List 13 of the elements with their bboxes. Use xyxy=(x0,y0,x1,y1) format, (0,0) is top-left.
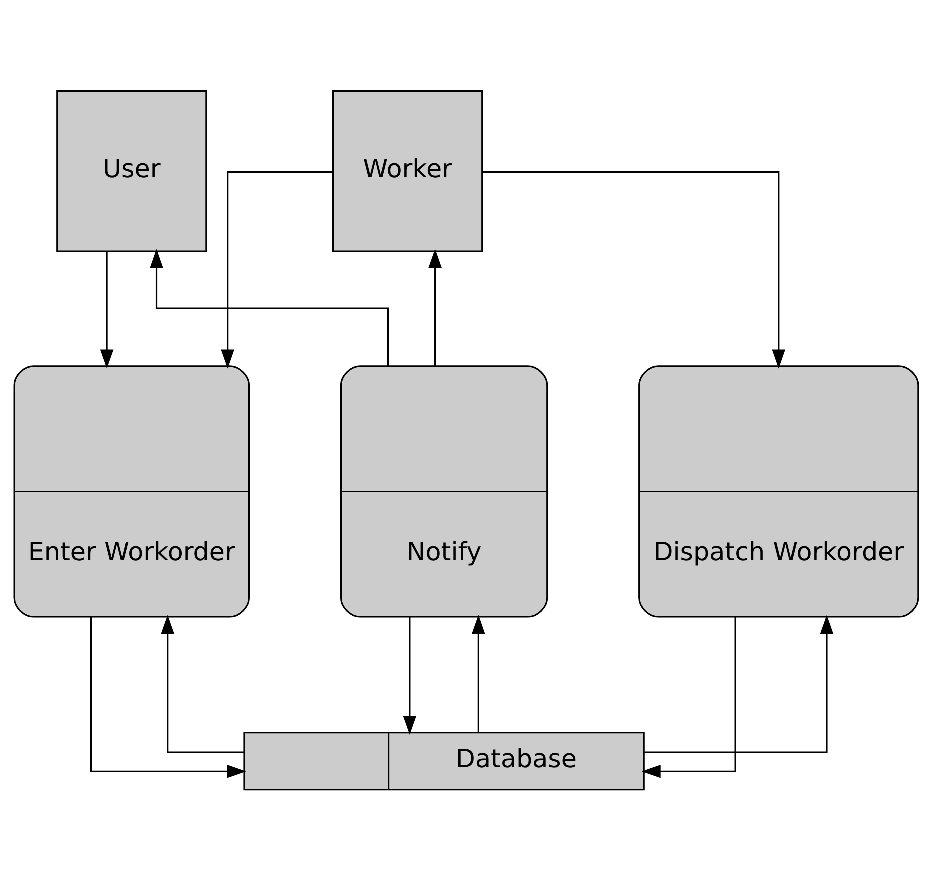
arrow xyxy=(644,615,834,754)
arrow xyxy=(472,615,486,732)
arrow xyxy=(221,171,334,369)
arrow xyxy=(161,615,244,754)
node-box: User xyxy=(56,90,208,252)
arrow xyxy=(428,249,442,366)
arrow xyxy=(642,617,736,778)
arrow xyxy=(150,249,390,366)
node-box: Worker xyxy=(332,90,484,252)
arrow xyxy=(482,171,786,369)
arrow xyxy=(403,617,417,736)
arrow xyxy=(90,617,246,778)
arrow xyxy=(100,252,114,369)
